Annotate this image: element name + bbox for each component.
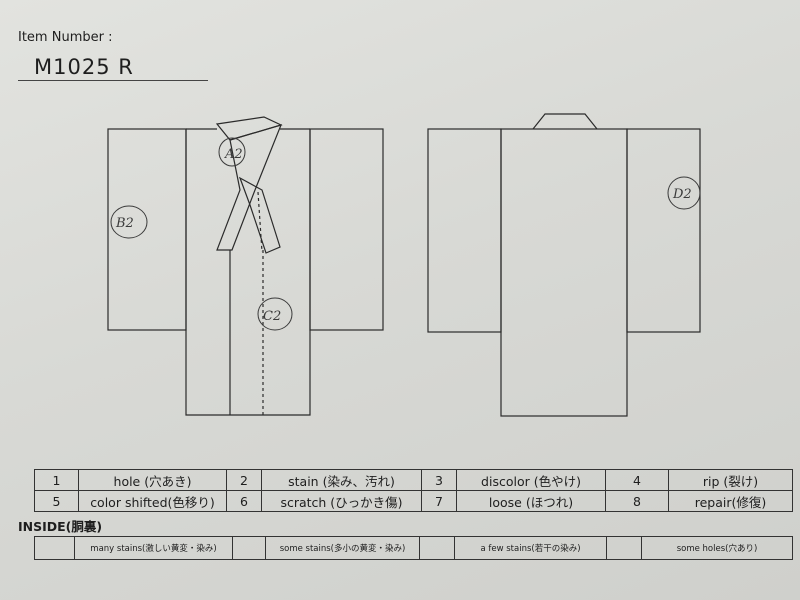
inside-checkbox[interactable] <box>606 536 642 560</box>
legend-num: 6 <box>226 490 262 512</box>
collar-top <box>215 116 283 141</box>
defect-mark-collar-label: A2 <box>224 147 243 162</box>
legend-label: scratch (ひっかき傷) <box>261 490 422 512</box>
defect-mark-back-sleeve-label: D2 <box>672 187 692 202</box>
legend-num: 1 <box>34 469 79 491</box>
collar-right-band <box>238 176 281 254</box>
kimono-back-view: D2 <box>427 113 701 417</box>
collar-left-band <box>216 124 283 251</box>
defect-mark-left-sleeve <box>110 205 148 239</box>
legend-row-1: 1 hole (穴あき) 2 stain (染み、汚れ) 3 discolor … <box>34 469 793 491</box>
legend-num: 4 <box>605 469 669 491</box>
legend-label: stain (染み、汚れ) <box>261 469 422 491</box>
kimono-front-view: A2 B2 C2 <box>107 116 384 416</box>
item-number-label: Item Number : <box>18 30 113 45</box>
item-number-value: M1025 R <box>34 55 134 79</box>
back-right-sleeve <box>626 128 701 333</box>
legend-num: 3 <box>421 469 457 491</box>
legend-label: repair(修復) <box>668 490 793 512</box>
legend-num: 8 <box>605 490 669 512</box>
defect-mark-front <box>257 297 293 331</box>
legend-label: color shifted(色移り) <box>78 490 227 512</box>
legend-label: discolor (色やけ) <box>456 469 606 491</box>
legend-label: rip (裂け) <box>668 469 793 491</box>
legend-num: 2 <box>226 469 262 491</box>
inside-checkbox[interactable] <box>419 536 455 560</box>
legend-label: hole (穴あき) <box>78 469 227 491</box>
item-number-underline <box>18 80 208 81</box>
inside-row: many stains(激しい黄変・染み) some stains(多小の黄変・… <box>34 536 793 560</box>
front-body-outline <box>185 129 311 416</box>
front-right-sleeve <box>309 128 384 331</box>
inside-condition-table: many stains(激しい黄変・染み) some stains(多小の黄変・… <box>34 536 793 560</box>
defect-mark-left-sleeve-label: B2 <box>115 216 134 231</box>
inside-option-label: some stains(多小の黄変・染み) <box>265 536 420 560</box>
inside-section-label: INSIDE(胴裏) <box>18 519 103 534</box>
back-left-sleeve <box>427 128 502 333</box>
back-collar <box>532 113 598 130</box>
defect-mark-front-label: C2 <box>263 309 281 324</box>
inside-option-label: some holes(穴あり) <box>641 536 793 560</box>
inside-checkbox[interactable] <box>34 536 75 560</box>
damage-legend-table: 1 hole (穴あき) 2 stain (染み、汚れ) 3 discolor … <box>34 469 793 512</box>
inside-option-label: a few stains(若干の染み) <box>454 536 607 560</box>
inside-option-label: many stains(激しい黄変・染み) <box>74 536 233 560</box>
legend-label: loose (ほつれ) <box>456 490 606 512</box>
legend-row-2: 5 color shifted(色移り) 6 scratch (ひっかき傷) 7… <box>34 490 793 512</box>
defect-mark-back-sleeve <box>667 176 701 210</box>
defect-mark-collar <box>218 137 246 167</box>
legend-num: 5 <box>34 490 79 512</box>
inside-checkbox[interactable] <box>232 536 266 560</box>
back-body <box>500 128 628 417</box>
legend-num: 7 <box>421 490 457 512</box>
